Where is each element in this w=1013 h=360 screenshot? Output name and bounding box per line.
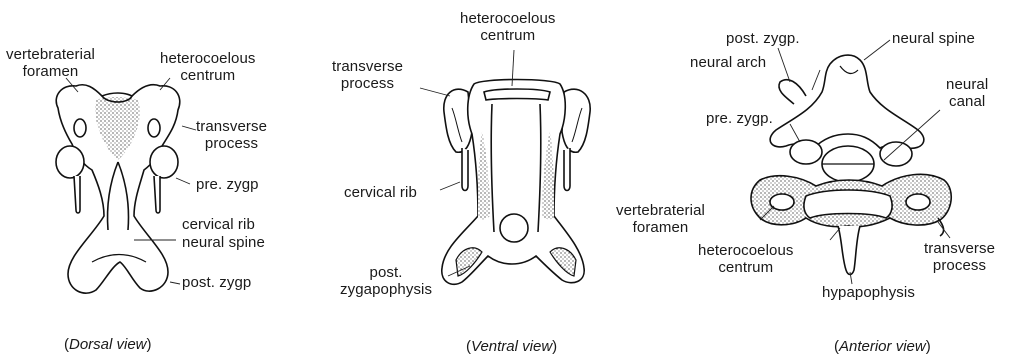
label-neural-canal-anterior: neural canal bbox=[946, 76, 988, 110]
label-post-zygp-anterior: post. zygp. bbox=[726, 30, 800, 47]
label-post-zygapophysis-ventral: post. zygapophysis bbox=[340, 264, 432, 298]
label-heterocoelous-centrum-ventral: heterocoelous centrum bbox=[460, 10, 556, 44]
label-pre-zygp-dorsal: pre. zygp bbox=[196, 176, 259, 193]
label-heterocoelous-centrum-dorsal: heterocoelous centrum bbox=[160, 50, 256, 84]
label-neural-spine-anterior: neural spine bbox=[892, 30, 975, 47]
label-transverse-process-ventral: transverse process bbox=[332, 58, 403, 92]
label-post-zygp-dorsal: post. zygp bbox=[182, 274, 251, 291]
label-cervical-rib-dorsal: cervical rib bbox=[182, 216, 255, 233]
dorsal-vertebra-drawing bbox=[56, 85, 180, 293]
label-pre-zygp-anterior: pre. zygp. bbox=[706, 110, 773, 127]
label-neural-arch-anterior: neural arch bbox=[690, 54, 766, 71]
label-vertebraterial-foramen-anterior: vertebraterial foramen bbox=[616, 202, 705, 236]
label-neural-spine-dorsal: neural spine bbox=[182, 234, 265, 251]
label-heterocoelous-centrum-anterior: heterocoelous centrum bbox=[698, 242, 794, 276]
label-transverse-process-anterior: transverse process bbox=[924, 240, 995, 274]
label-hypapophysis-anterior: hypapophysis bbox=[822, 284, 915, 301]
label-vertebraterial-foramen-dorsal: vertebraterial foramen bbox=[6, 46, 95, 80]
ventral-vertebra-drawing bbox=[442, 80, 590, 285]
label-cervical-rib-ventral: cervical rib bbox=[344, 184, 417, 201]
caption-anterior-view: (Anterior view) bbox=[834, 338, 931, 355]
caption-ventral-view: (Ventral view) bbox=[466, 338, 557, 355]
label-transverse-process-dorsal: transverse process bbox=[196, 118, 267, 152]
caption-dorsal-view: (Dorsal view) bbox=[64, 336, 152, 353]
